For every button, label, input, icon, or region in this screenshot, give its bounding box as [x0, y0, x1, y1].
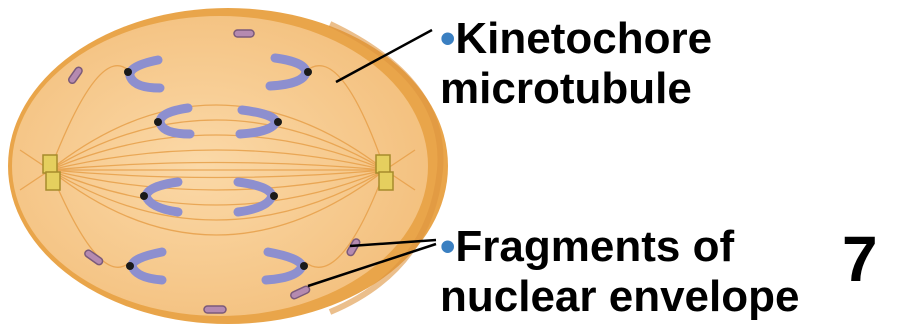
bullet-icon: • — [440, 14, 455, 63]
centrosome-left — [43, 155, 60, 190]
fragments-label-line2: nuclear envelope — [440, 272, 799, 322]
kinetochore — [126, 262, 134, 270]
nuclear-envelope-fragments-label: •Fragments of nuclear envelope — [440, 222, 799, 322]
kinetochore-microtubule-label: •Kinetochore microtubule — [440, 14, 712, 114]
kinetochore-label-line2: microtubule — [440, 64, 712, 114]
kinetochore — [300, 262, 308, 270]
kinetochore — [304, 68, 312, 76]
envelope-fragment — [204, 306, 226, 313]
fragments-label-line1: •Fragments of — [440, 222, 799, 272]
kinetochore — [140, 192, 148, 200]
centrosome-right — [376, 155, 393, 190]
bullet-icon: • — [440, 222, 455, 271]
slide-number: 7 — [842, 224, 878, 294]
kinetochore — [270, 192, 278, 200]
kinetochore — [154, 118, 162, 126]
kinetochore-label-line1: •Kinetochore — [440, 14, 712, 64]
kinetochore — [274, 118, 282, 126]
envelope-fragment — [234, 30, 254, 37]
kinetochore — [124, 68, 132, 76]
